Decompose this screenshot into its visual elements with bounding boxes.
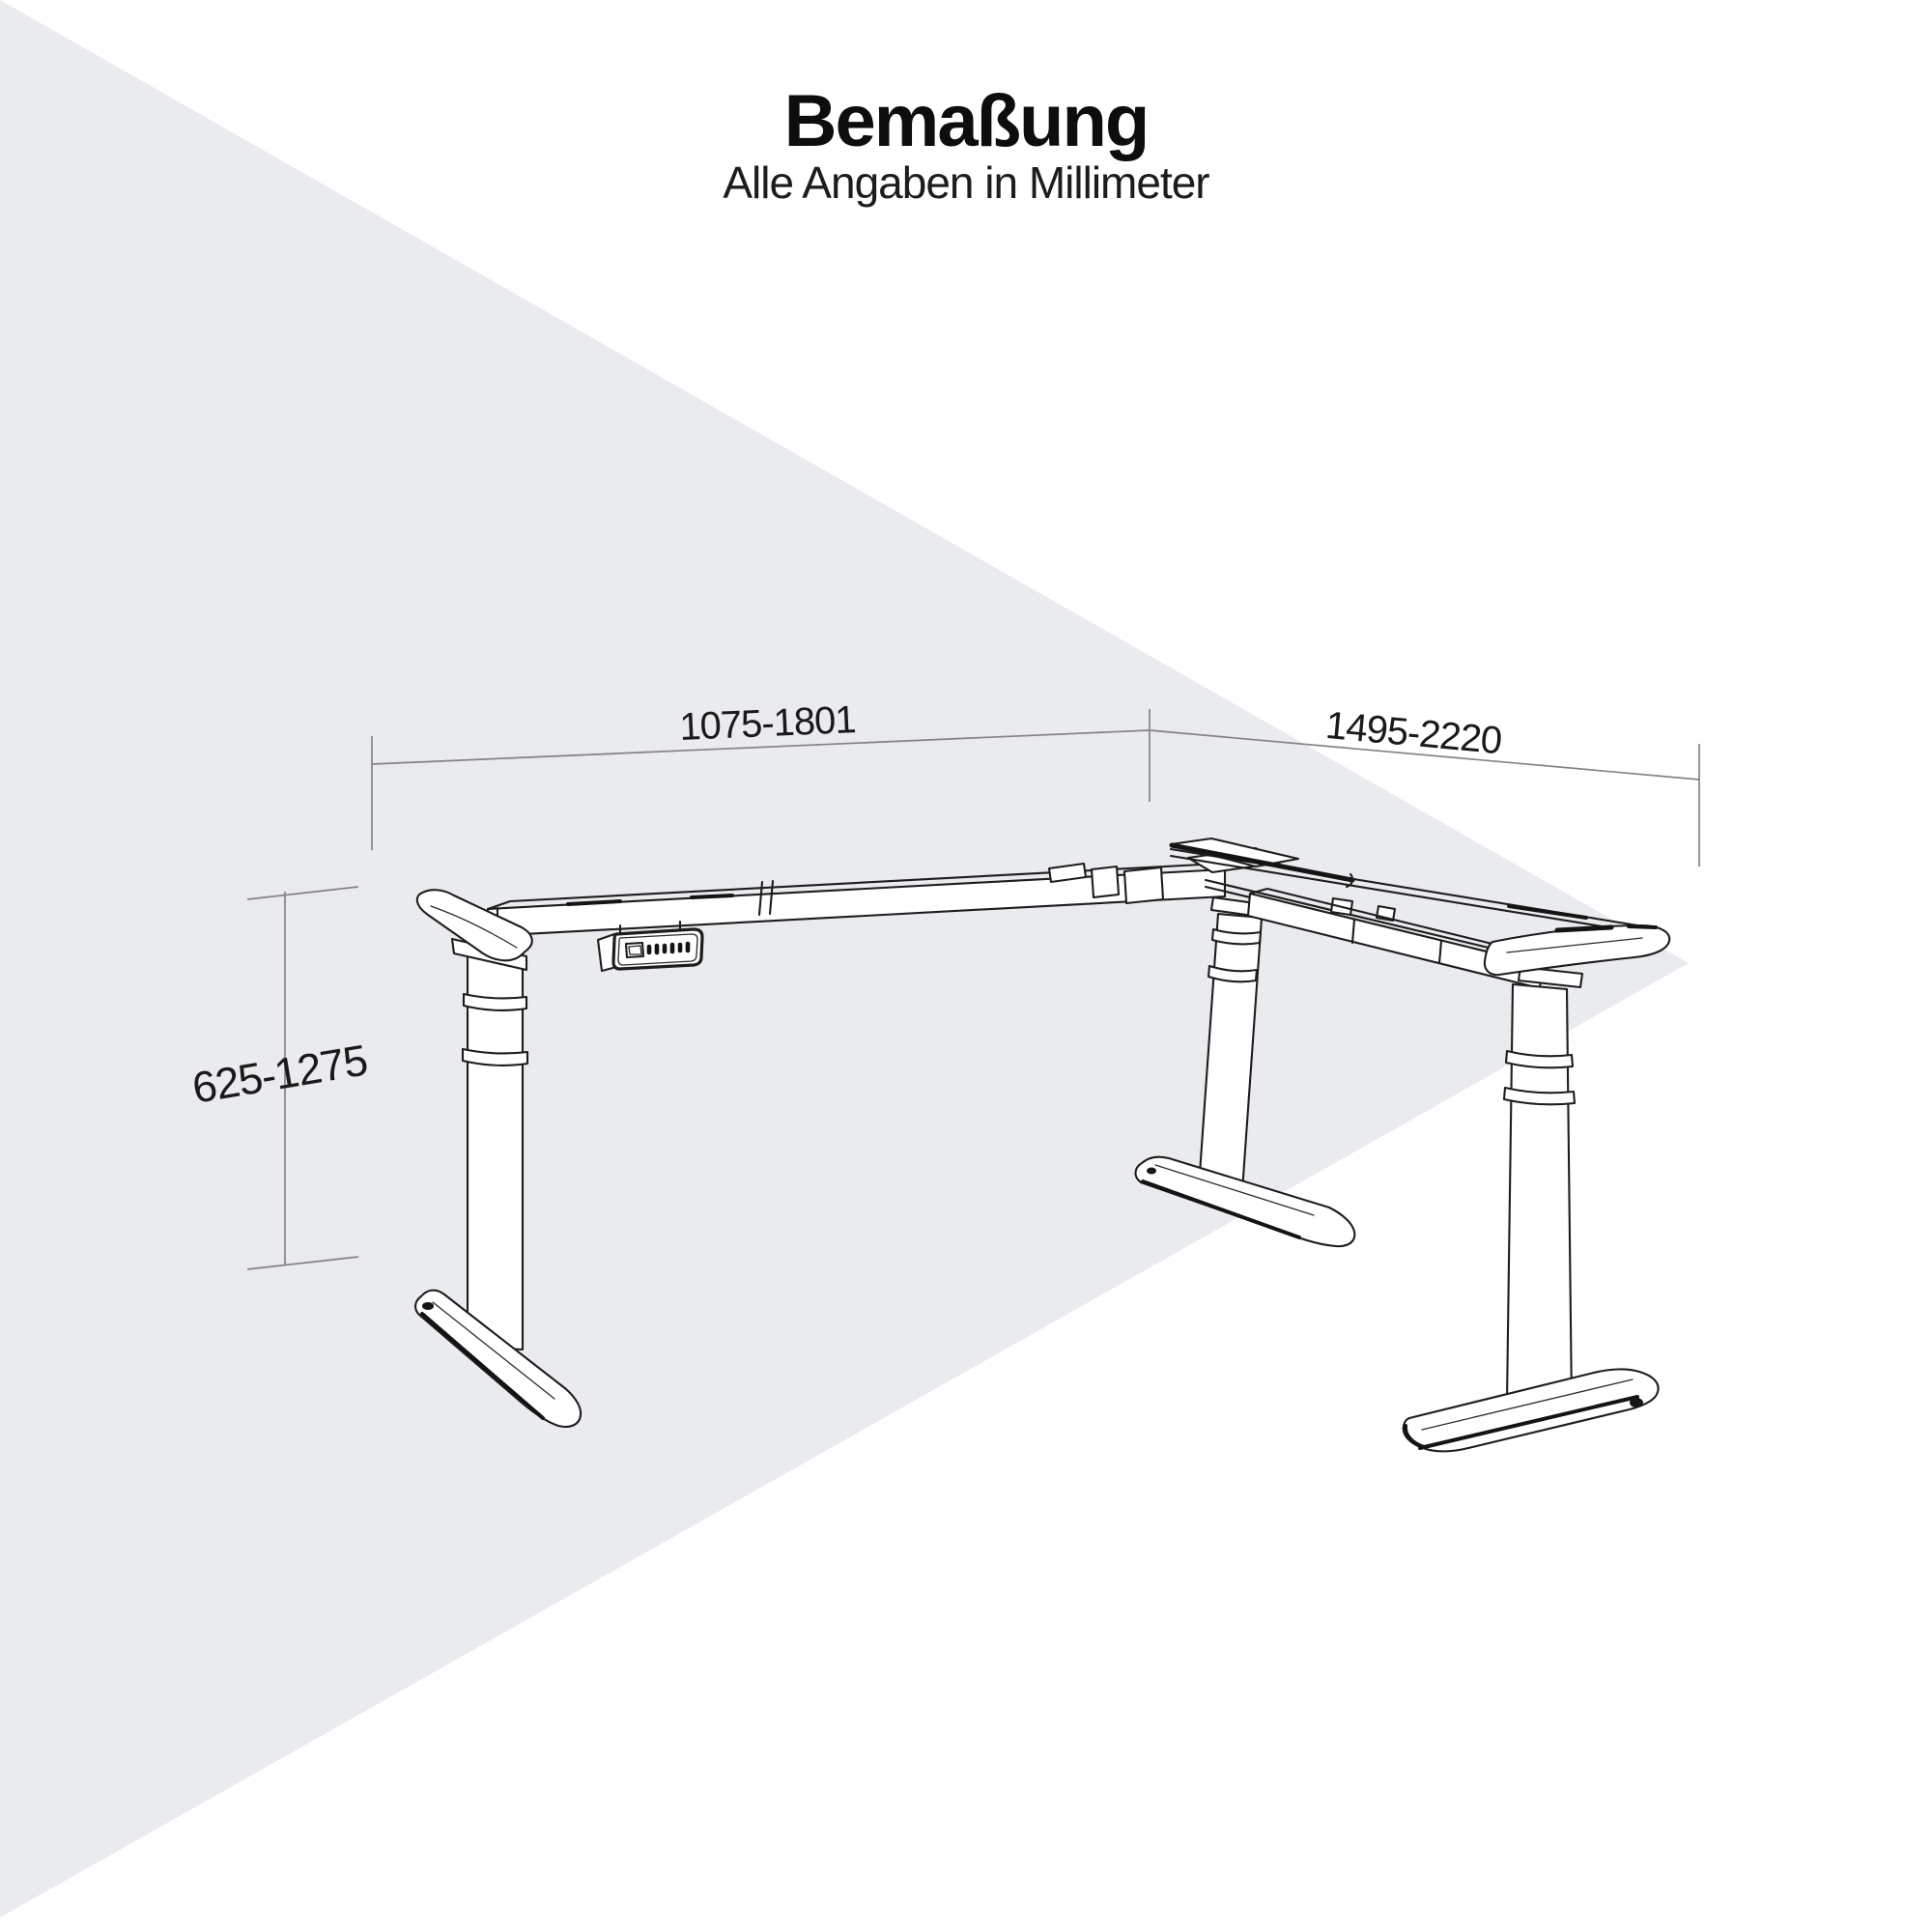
pendant-buttons — [646, 941, 691, 955]
right-leg-column — [1505, 982, 1574, 1407]
middle-leg-collar-upper — [1210, 927, 1263, 946]
middle-foot-shape — [1134, 1155, 1356, 1248]
left-foot — [414, 1289, 582, 1429]
left-leg-collar-lower — [461, 1047, 529, 1066]
rail-dash — [1627, 924, 1658, 929]
right-foot-glide — [1630, 1398, 1643, 1407]
corner-clamp — [1047, 862, 1088, 884]
right-foot — [1402, 1368, 1660, 1453]
middle-foot — [1134, 1155, 1356, 1248]
left-leg-collar-upper — [462, 992, 528, 1011]
right-wing-bracket — [1483, 923, 1671, 989]
dimension-label-depth: 1495-2220 — [1323, 704, 1503, 762]
dimension-line-width — [371, 729, 1151, 765]
middle-foot-bottom-edge — [1141, 1179, 1301, 1239]
right-leg-collar-upper — [1504, 1049, 1575, 1069]
background-wedge — [0, 0, 1689, 1918]
left-wing-bracket — [415, 889, 533, 972]
middle-foot-glide — [1147, 1167, 1156, 1175]
desk-frame-drawing — [414, 837, 1671, 1453]
height-tick-top — [246, 886, 359, 900]
page-title: Bemaßung — [783, 80, 1151, 162]
height-tick-bottom — [246, 1256, 359, 1270]
pendant-display-inner — [628, 945, 642, 955]
page-subtitle: Alle Angaben in Millimeter — [723, 157, 1209, 208]
right-wing-inner-edge — [1506, 937, 1643, 953]
light-wedge-shape — [0, 0, 1689, 1918]
rail-dash — [1507, 904, 1588, 920]
rail-dash — [1169, 842, 1355, 883]
dimension-line-depth — [1149, 729, 1700, 781]
middle-foot-top-edge — [1154, 1164, 1315, 1216]
left-foot-top-edge — [432, 1301, 555, 1400]
left-foot-bottom-edge — [420, 1312, 545, 1420]
rear-rail-hook — [1345, 872, 1354, 889]
middle-leg-collar-lower — [1207, 964, 1259, 983]
rail-dash — [566, 899, 622, 906]
right-leg-top-plate — [1517, 965, 1584, 989]
control-pendant — [596, 920, 704, 973]
right-foot-top-edge — [1421, 1378, 1634, 1431]
right-foot-front-cap — [1403, 1424, 1426, 1449]
right-wing-shape — [1483, 923, 1671, 977]
dimension-label-width: 1075-1801 — [678, 698, 856, 749]
rail-dash — [690, 894, 734, 899]
corner-bracket — [1122, 866, 1165, 905]
left-wing-inner-edge — [430, 905, 518, 949]
left-leg — [461, 948, 529, 1351]
right-foot-bottom-edge — [1418, 1395, 1639, 1450]
right-leg — [1502, 982, 1577, 1407]
return-beam-seam — [1350, 918, 1443, 965]
left-foot-glide — [422, 1302, 434, 1310]
main-beam-seam — [757, 879, 775, 917]
pendant-display — [624, 941, 645, 959]
rail-dash — [1554, 924, 1614, 933]
right-leg-collar-lower — [1502, 1086, 1577, 1106]
pendant-inner-outline — [617, 933, 698, 966]
corner-clamp — [1090, 865, 1121, 899]
left-foot-shape — [414, 1289, 582, 1429]
